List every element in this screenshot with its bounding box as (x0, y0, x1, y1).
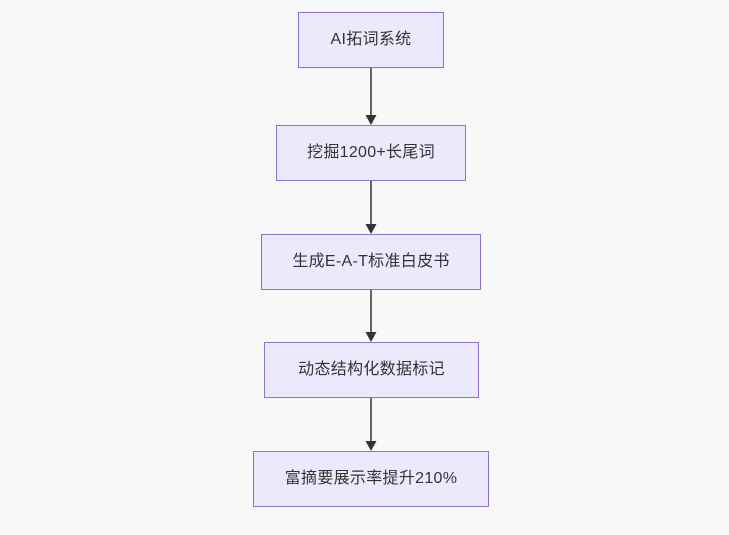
flow-edge-3-to-4 (363, 290, 379, 342)
flow-node-3[interactable]: 生成E-A-T标准白皮书 (261, 234, 481, 290)
flow-node-1-label: AI拓词系统 (330, 31, 412, 49)
flow-node-5[interactable]: 富摘要展示率提升210% (253, 451, 489, 507)
flow-node-5-label: 富摘要展示率提升210% (284, 470, 458, 488)
flow-node-2[interactable]: 挖掘1200+长尾词 (276, 125, 466, 181)
flow-node-3-label: 生成E-A-T标准白皮书 (292, 253, 450, 271)
flow-node-1[interactable]: AI拓词系统 (298, 12, 444, 68)
flow-edge-2-to-3 (363, 181, 379, 234)
flow-edge-4-to-5 (363, 398, 379, 451)
flow-node-4[interactable]: 动态结构化数据标记 (264, 342, 479, 398)
flow-edge-1-to-2 (363, 68, 379, 125)
flow-node-4-label: 动态结构化数据标记 (298, 361, 445, 379)
flow-node-2-label: 挖掘1200+长尾词 (307, 144, 435, 162)
